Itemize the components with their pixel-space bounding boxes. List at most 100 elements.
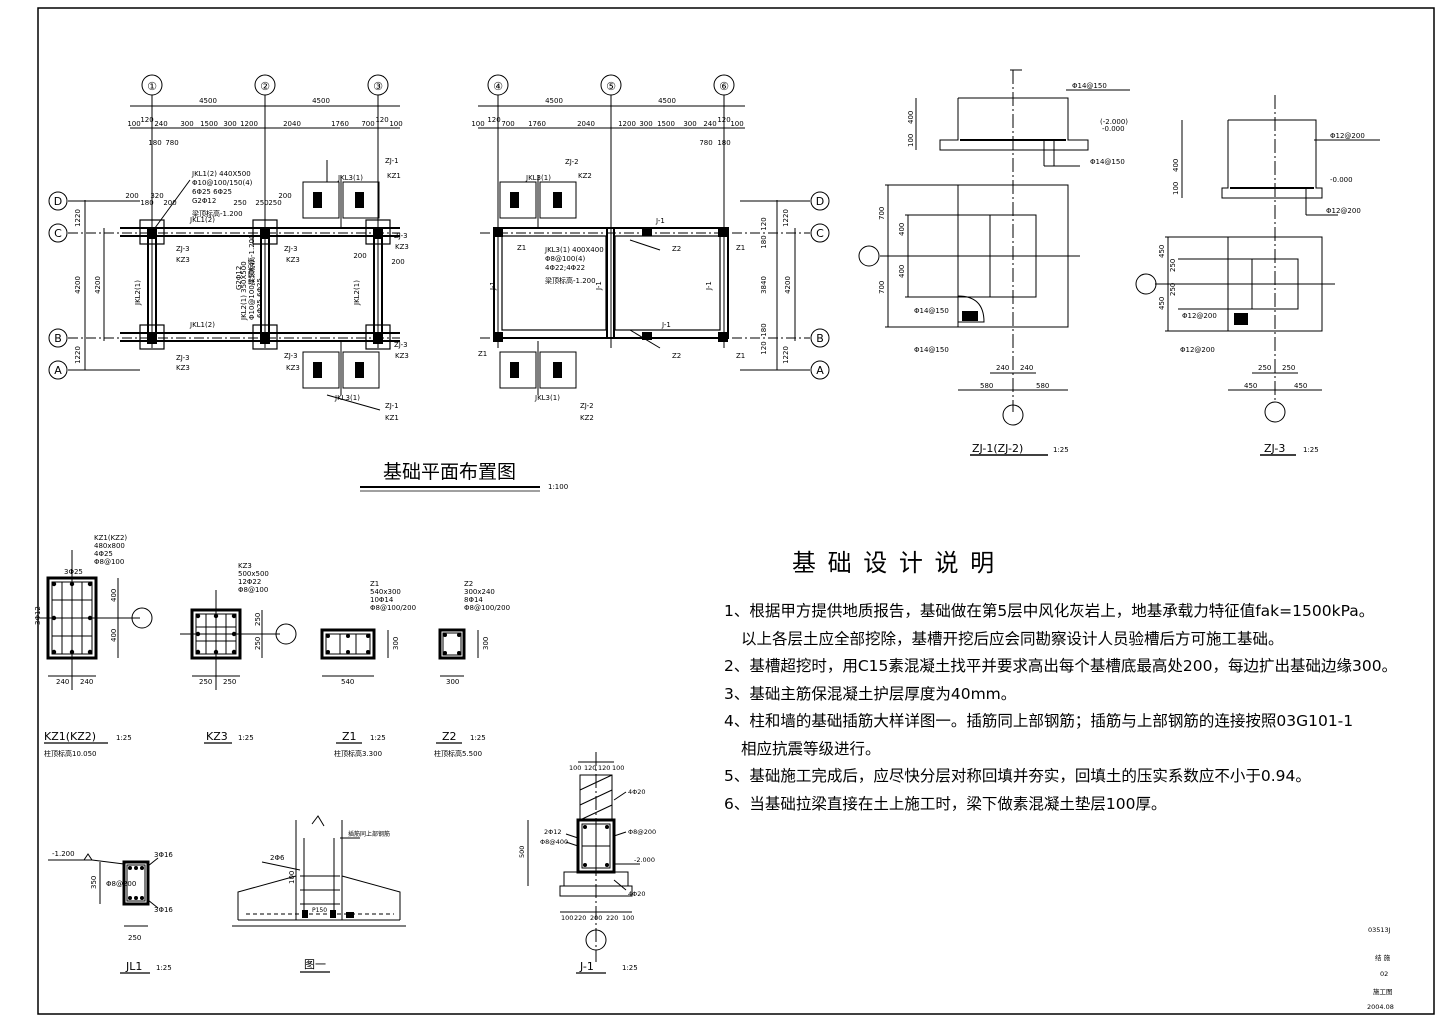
label-j1: J-1 xyxy=(655,217,665,225)
fig1-detail xyxy=(232,815,406,927)
fig1-title: 图一 xyxy=(304,958,326,971)
grid-label-1: ① xyxy=(147,80,157,93)
jl1-elev: -1.200 xyxy=(52,850,75,858)
label-j1: J-1 xyxy=(705,281,713,291)
left-plan-columns xyxy=(147,192,383,378)
dim: 780 xyxy=(699,139,712,147)
dim: 200 xyxy=(391,258,404,266)
spec: 3Φ25 xyxy=(64,568,83,576)
dim: 100 xyxy=(1172,182,1180,195)
span-4: 4500 xyxy=(545,97,563,105)
jl1-top: 3Φ16 xyxy=(154,851,173,859)
dim: 400 xyxy=(1172,159,1180,172)
rebar-label: Φ14@150 xyxy=(914,346,949,354)
dim: 180 xyxy=(717,139,730,147)
dim: 1220 xyxy=(782,346,790,364)
dim: 100 xyxy=(288,871,296,884)
spec: 4Φ25 xyxy=(94,550,113,558)
dim: 180 xyxy=(760,323,768,336)
label-zj3: ZJ-3 xyxy=(284,245,298,253)
dim: 580 xyxy=(980,382,993,390)
label-kz1: KZ1 xyxy=(385,414,399,422)
dim: 120 xyxy=(375,116,388,124)
dim: 250 xyxy=(255,199,268,207)
note-3: 3、基础主筋保混凝土护层厚度为40mm。 xyxy=(724,684,1017,703)
dim: 100 xyxy=(389,120,402,128)
design-notes: 1、根据甲方提供地质报告，基础做在第5层中风化灰岩上，地基承载力特征值fak=1… xyxy=(724,598,1424,818)
dim: 100 xyxy=(612,764,624,772)
row-label-a: A xyxy=(816,364,824,377)
j1-r3: 2Φ12 xyxy=(544,828,562,836)
z2-section xyxy=(438,628,479,677)
span-1: 4500 xyxy=(199,97,217,105)
beam-spec: G2Φ12 xyxy=(235,266,243,290)
dim: 250 xyxy=(1258,364,1271,372)
label-z1: Z1 xyxy=(736,244,745,252)
jl1-scale: 1:25 xyxy=(156,964,172,972)
label-z1: Z1 xyxy=(517,244,526,252)
beam-spec: 6Φ25 6Φ25 xyxy=(256,278,264,318)
j1-r1: 4Φ20 xyxy=(628,788,646,796)
dim: 580 xyxy=(1036,382,1049,390)
dim: 4200 xyxy=(94,276,102,294)
left-foundation-plan xyxy=(68,95,400,411)
dim: 1220 xyxy=(74,346,82,364)
row-label-b: B xyxy=(54,332,62,345)
dim: 180 xyxy=(760,235,768,248)
dim: 1760 xyxy=(528,120,546,128)
sheet-number: 02 xyxy=(1380,970,1388,978)
title-block: 03513J 结 施 02 施工图 2004.08 xyxy=(1367,926,1394,1011)
j1-elev: -2.000 xyxy=(634,856,655,864)
dim: 1500 xyxy=(200,120,218,128)
elev-label: (-2.000) xyxy=(1100,118,1128,126)
dim: 240 xyxy=(996,364,1009,372)
grid-label-6: ⑥ xyxy=(719,80,729,93)
fig1-note: 插筋同上部钢筋 xyxy=(348,830,390,838)
beam-spec: Φ10@100/150(4) xyxy=(248,259,256,320)
dim: 100 xyxy=(471,120,484,128)
dim: 350 xyxy=(90,876,98,889)
plan-title-text: 基础平面布置图 xyxy=(383,461,516,483)
zj1-title: ZJ-1(ZJ-2) 1:25 xyxy=(970,442,1069,456)
dim: 120 xyxy=(717,116,730,124)
label-jkl3: JKL3(1) xyxy=(534,394,560,402)
j1-title: J-1 xyxy=(579,960,594,973)
kz1-elev: 柱顶标高10.050 xyxy=(44,749,97,758)
zj3-fills xyxy=(1234,313,1248,325)
kz1-section xyxy=(40,550,153,690)
dim: 100 xyxy=(127,120,140,128)
dim: 120 xyxy=(760,217,768,230)
dim: 250 xyxy=(1169,283,1177,296)
dim: 100 xyxy=(730,120,743,128)
dim: 240 xyxy=(154,120,167,128)
right-plan-text: ④ ⑤ ⑥ D C B A xyxy=(493,80,824,377)
zj1-scale: 1:25 xyxy=(1053,446,1069,454)
z1-elev: 柱顶标高3.300 xyxy=(334,749,382,758)
z2-scale: 1:25 xyxy=(470,734,486,742)
dim: 100 xyxy=(569,764,581,772)
drawing-frame xyxy=(37,7,1435,1015)
spec: 480x800 xyxy=(94,542,125,550)
zj3-scale: 1:25 xyxy=(1303,446,1319,454)
dim: 2040 xyxy=(577,120,595,128)
dim: 1200 xyxy=(618,120,636,128)
dim: 4200 xyxy=(74,276,82,294)
label-zj2: ZJ-2 xyxy=(565,158,579,166)
dim: 1220 xyxy=(74,209,82,227)
row-label-a: A xyxy=(54,364,62,377)
label-jkl3: JKL3(1) xyxy=(525,174,551,182)
jl1-stir: Φ8@200 xyxy=(106,880,136,888)
elev-label: -0.000 xyxy=(1102,125,1125,133)
z1-title: Z1 xyxy=(342,730,357,743)
dim: 120 xyxy=(760,341,768,354)
dim: 250 xyxy=(223,678,236,686)
spec: Z1 xyxy=(370,580,379,588)
label-j1: J-1 xyxy=(489,281,497,291)
plan-scale: 1:100 xyxy=(548,483,568,491)
label-j1: J-1 xyxy=(595,281,603,291)
notes-title: 基 础 设 计 说 明 xyxy=(792,549,997,577)
spec: 300x240 xyxy=(464,588,495,596)
label-kz3: KZ3 xyxy=(176,256,190,264)
spec: Φ8@100 xyxy=(94,558,124,566)
label-jkl1: JKL1(2) xyxy=(189,321,215,329)
